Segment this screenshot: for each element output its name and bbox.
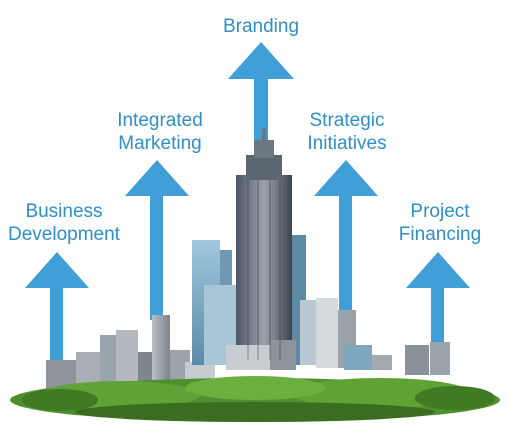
label-business-development: Business Development	[8, 201, 120, 245]
label-project-financing: Project Financing	[398, 201, 482, 245]
greenery	[10, 376, 500, 422]
city-skyline	[46, 128, 450, 390]
arrow-business-development	[25, 252, 89, 368]
arrow-integrated-marketing	[125, 160, 189, 320]
arrow-strategic-initiatives	[314, 160, 378, 320]
label-integrated-marketing: Integrated Marketing	[117, 110, 203, 154]
arrow-project-financing	[406, 252, 470, 352]
label-strategic-initiatives: Strategic Initiatives	[307, 110, 387, 154]
label-branding: Branding	[222, 16, 300, 37]
